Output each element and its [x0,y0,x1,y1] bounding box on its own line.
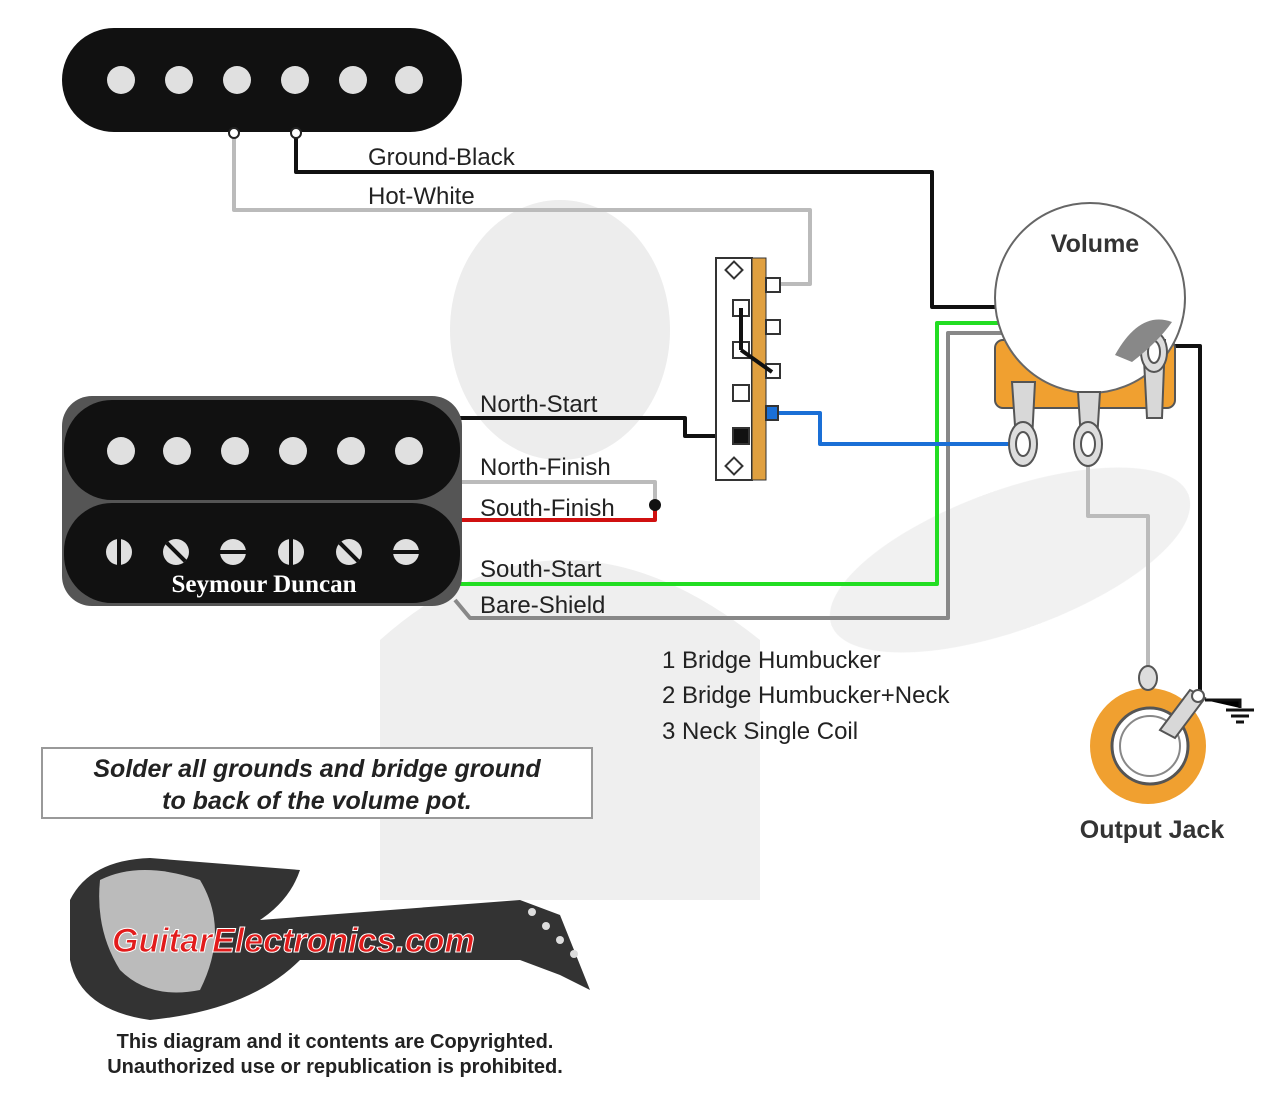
single-coil-pickup [62,28,462,139]
switch-positions-legend: 1 Bridge Humbucker 2 Bridge Humbucker+Ne… [662,647,950,745]
pot-to-jack-wire [1086,460,1150,672]
background-watermark [380,200,1191,900]
volume-label: Volume [1051,230,1140,258]
switch-to-pot-wire [772,411,1018,446]
switch-position-1: 1 Bridge Humbucker [662,647,881,674]
hot-white-wire [232,135,812,286]
north-finish-wire [455,480,657,505]
pickup-brand-label: Seymour Duncan [172,571,357,598]
guitarelectronics-logo: GuitarElectronics.com [70,858,590,1020]
copyright-line-1: This diagram and it contents are Copyrig… [116,1031,554,1053]
three-way-switch [715,257,781,481]
north-start-label: North-Start [480,391,598,418]
south-start-label: South-Start [480,556,602,583]
volume-pot: Volume [994,202,1186,467]
switch-position-3: 3 Neck Single Coil [662,718,858,745]
series-solder-joint [649,499,661,511]
output-jack [1090,665,1254,804]
south-finish-label: South-Finish [480,495,615,522]
ground-solder-blob [1115,319,1172,362]
solder-note: Solder all grounds and bridge ground to … [41,747,593,819]
south-coil-screws [106,539,419,565]
north-finish-label: North-Finish [480,454,611,481]
copyright-line-2: Unauthorized use or republication is pro… [107,1056,563,1078]
humbucker-pickup: Seymour Duncan [62,396,462,606]
copyright-notice: This diagram and it contents are Copyrig… [40,1030,630,1080]
logo-text: GuitarElectronics.com [112,922,475,960]
solder-note-line-1: Solder all grounds and bridge ground [93,755,541,783]
switch-position-2: 2 Bridge Humbucker+Neck [662,682,950,709]
solder-note-line-2: to back of the volume pot. [162,787,472,815]
ground-symbol-icon [1205,698,1254,724]
output-jack-label: Output Jack [1080,816,1225,844]
logo-tuning-pegs [528,908,578,958]
hot-white-label: Hot-White [368,183,475,210]
bare-shield-label: Bare-Shield [480,592,605,619]
pole-pieces [107,66,423,94]
north-coil-poles [107,437,423,465]
ground-black-label: Ground-Black [368,144,516,171]
